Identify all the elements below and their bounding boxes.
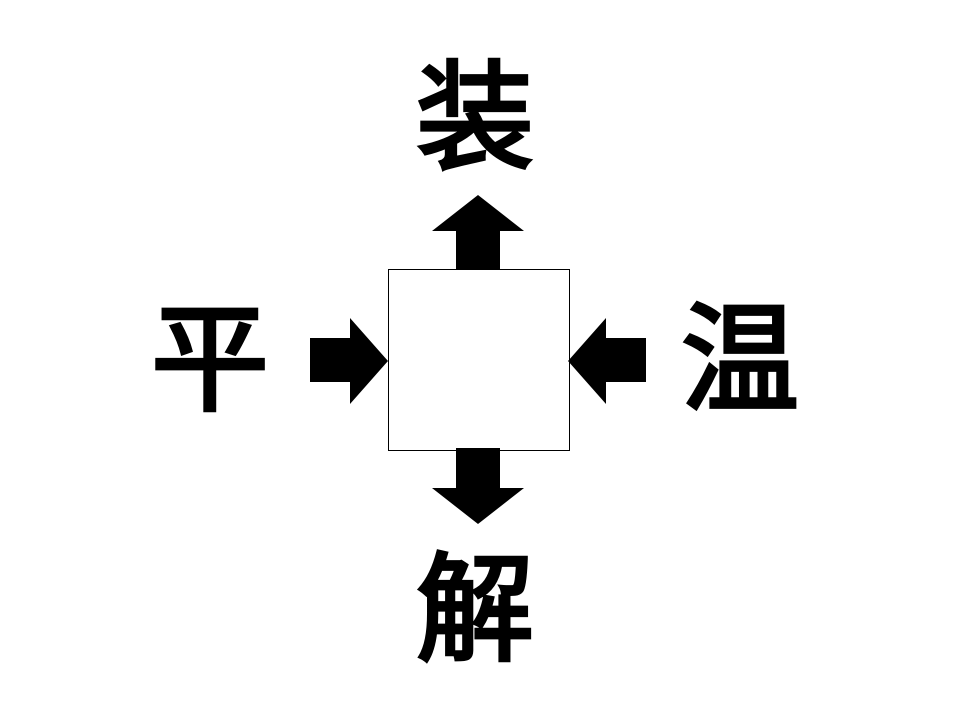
arrow-down-icon	[432, 448, 524, 524]
arrow-right-icon	[310, 318, 388, 404]
left-kanji: 平	[150, 291, 269, 429]
arrow-up-icon	[432, 195, 524, 271]
answer-box[interactable]	[388, 269, 570, 451]
bottom-kanji: 解	[415, 541, 534, 679]
right-kanji: 温	[680, 291, 799, 429]
arrow-left-icon	[568, 318, 646, 404]
top-kanji: 装	[415, 49, 534, 187]
